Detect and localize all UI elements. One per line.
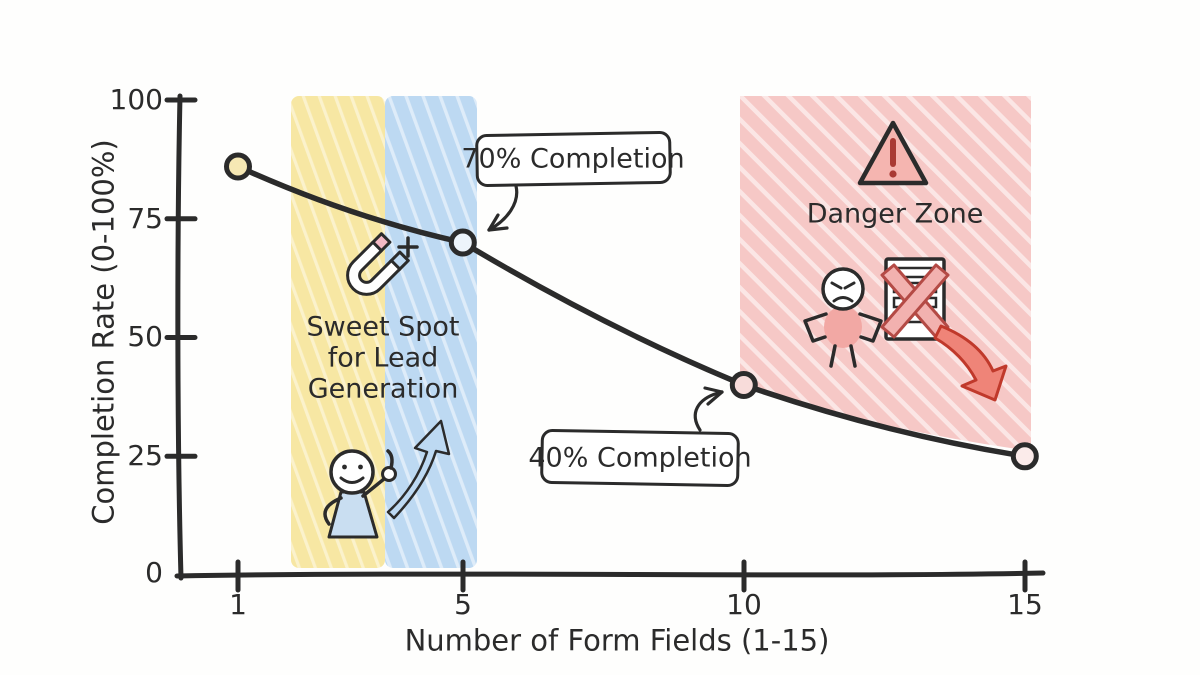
magnet-icon	[346, 232, 419, 296]
data-point-10-fields	[729, 371, 758, 399]
angry-figure-icon	[803, 267, 883, 368]
y-axis-title: Completion Rate (0-100%)	[86, 139, 121, 525]
x-tick-label-15: 15	[1007, 588, 1043, 621]
x-mark-icon	[880, 263, 950, 339]
y-tick-label-0: 0	[145, 556, 163, 589]
callout-40-label: 40% Completion	[528, 442, 752, 474]
completion-rate-line	[235, 163, 1028, 460]
danger-zone-label: Danger Zone	[806, 198, 984, 230]
decline-arrow-icon	[933, 324, 1008, 402]
growth-arrow-icon	[386, 419, 451, 520]
x-axis-title: Number of Form Fields (1-15)	[404, 623, 830, 658]
sweet-spot-label-line3: Generation	[307, 373, 459, 405]
x-tick-label-10: 10	[726, 588, 762, 621]
y-tick-label-100: 100	[109, 83, 163, 116]
x-axis-line	[174, 570, 1046, 579]
callout-70	[475, 130, 672, 232]
happy-thumbs-up-figure-icon	[323, 449, 397, 539]
data-point-1-fields	[224, 152, 252, 181]
rejected-form-icon	[880, 257, 950, 341]
axes	[164, 93, 1046, 593]
data-line	[224, 152, 1039, 471]
callout-40	[540, 386, 740, 488]
y-tick-label-50: 50	[127, 320, 163, 353]
y-tick-label-25: 25	[127, 439, 163, 472]
plus-icon	[397, 236, 419, 258]
warning-triangle-icon	[857, 120, 929, 186]
data-point-5-fields	[448, 228, 477, 257]
sweet-spot-label-line2: for Lead	[327, 342, 439, 374]
sweet-spot-label-line1: Sweet Spot	[306, 311, 460, 343]
callout-40-arrow	[693, 386, 724, 432]
y-tick-label-75: 75	[127, 202, 163, 235]
sweet-spot-blue-band	[385, 96, 477, 568]
x-tick-label-5: 5	[454, 588, 472, 621]
callout-70-label: 70% Completion	[461, 143, 685, 175]
x-tick-label-1: 1	[229, 588, 247, 621]
callout-70-arrow	[487, 184, 519, 232]
data-point-15-fields	[1010, 442, 1039, 471]
